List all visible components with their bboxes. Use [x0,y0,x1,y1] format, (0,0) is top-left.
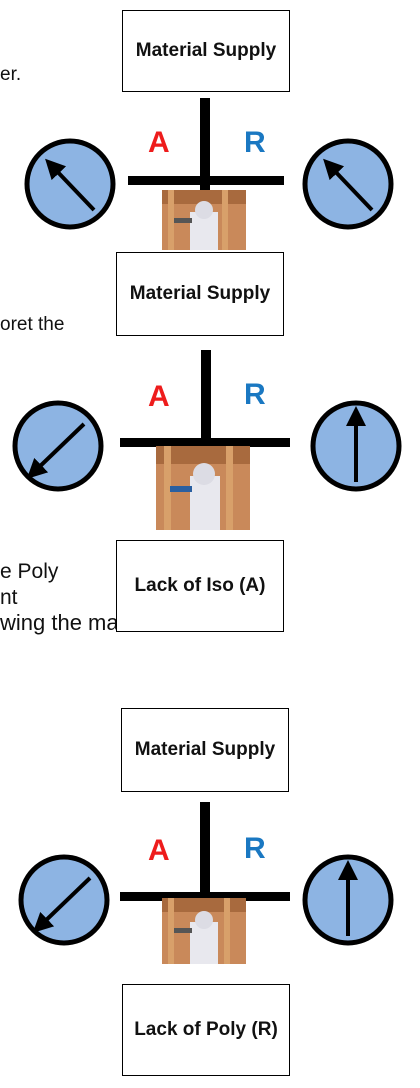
condition-box: Lack of Iso (A) [116,540,284,632]
supply-line [200,98,210,248]
a-side-label: A [148,834,170,867]
text-fragment-3: e Poly [0,560,59,583]
arrow-down-left-icon [26,422,86,479]
text-fragment-2: oret the [0,314,65,335]
r-pressure-gauge [310,400,402,492]
supply-line [200,802,210,952]
material-supply-box: Material Supply [121,708,289,792]
condition-label: Lack of Iso (A) [134,574,266,596]
arrow-up-left-icon [45,158,96,212]
text-fragment-1: er. [0,64,22,85]
manifold-line [120,438,290,447]
r-side-label: R [244,832,266,865]
arrow-down-left-icon [32,876,92,933]
manifold-line [120,892,290,901]
arrow-up-left-icon [323,158,374,212]
r-pressure-gauge [302,854,394,946]
a-pressure-gauge [24,138,116,230]
material-supply-label: Material Supply [129,282,271,304]
a-side-label: A [148,126,170,159]
condition-box: Lack of Poly (R) [122,984,290,1076]
text-fragment-4: nt [0,586,18,609]
r-side-label: R [244,378,266,411]
condition-label: Lack of Poly (R) [134,1018,278,1040]
r-side-label: R [244,126,266,159]
spray-foam-photo [162,190,246,250]
a-side-label: A [148,380,170,413]
manifold-line [128,176,284,185]
spray-foam-photo [162,898,246,964]
supply-line [201,350,211,500]
material-supply-box: Material Supply [116,252,284,336]
spray-foam-photo [156,446,250,530]
material-supply-label: Material Supply [134,738,276,760]
a-pressure-gauge [12,400,104,492]
material-supply-label: Material Supply [135,39,277,61]
material-supply-box: Material Supply [122,10,290,92]
a-pressure-gauge [18,854,110,946]
r-pressure-gauge [302,138,394,230]
